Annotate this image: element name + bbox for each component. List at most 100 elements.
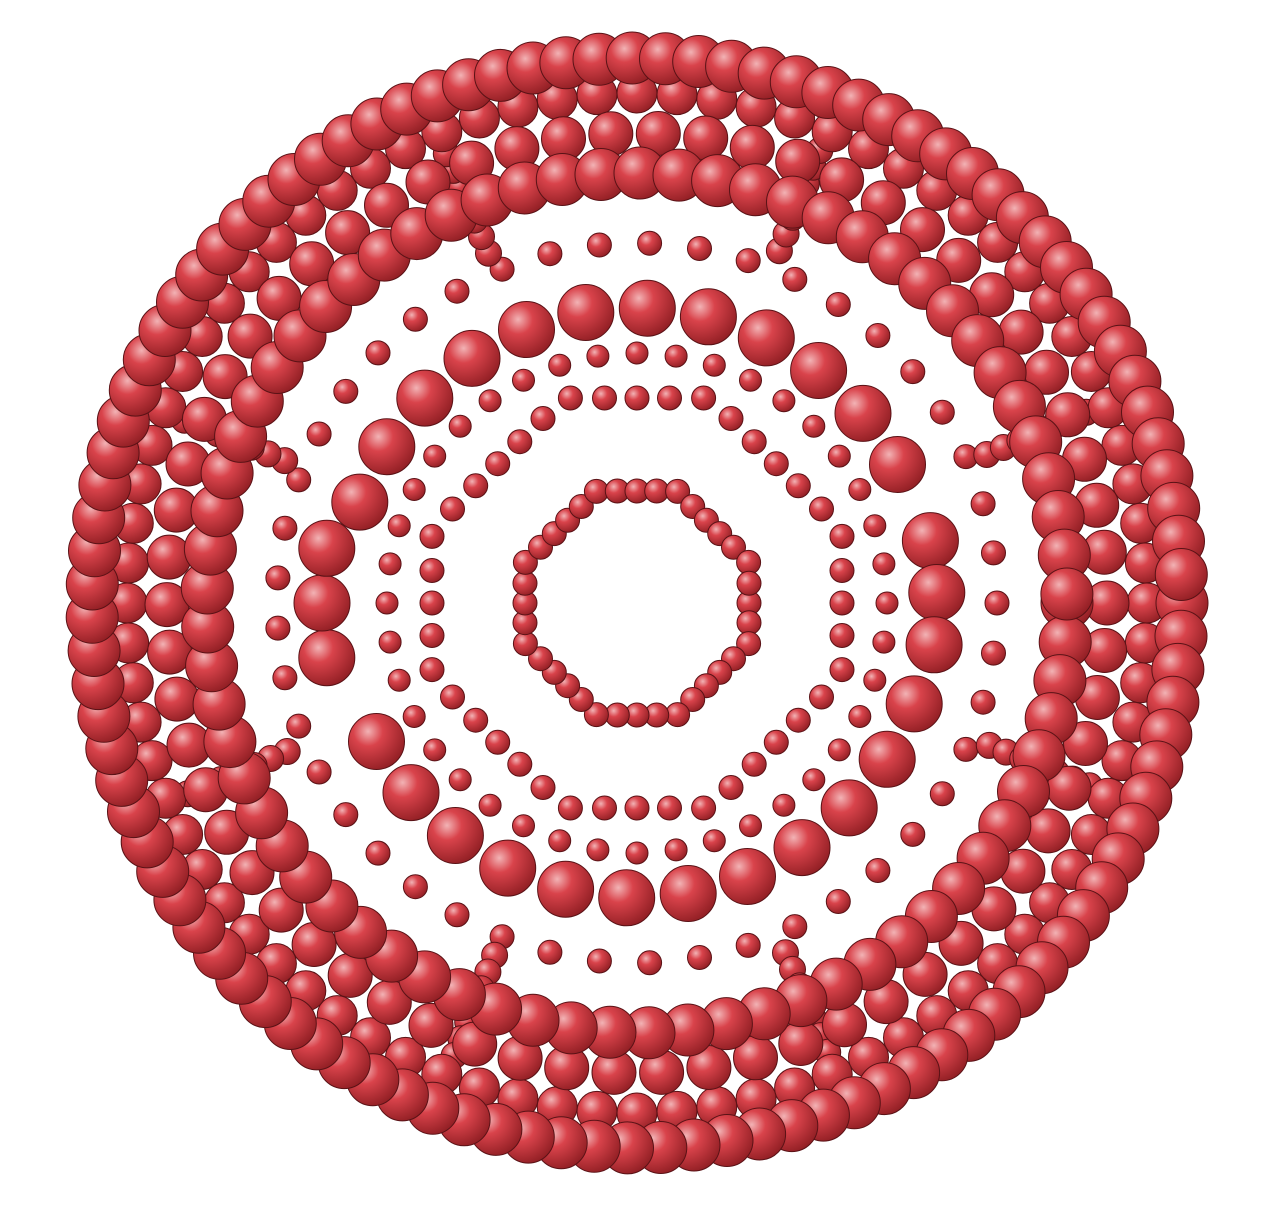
mid-small-sphere [782, 266, 808, 292]
second-ring-sphere [741, 429, 767, 455]
mid-small-sphere [286, 467, 312, 493]
large-ring-sphere [479, 839, 537, 897]
large-ring-sphere [737, 309, 795, 367]
second-ring-sphere [485, 729, 511, 755]
mid-small-sphere [365, 340, 391, 366]
mid-small-sphere [984, 590, 1010, 616]
mid-small-sphere [827, 444, 851, 468]
large-ring-sphere [557, 284, 615, 341]
second-ring-sphere [419, 623, 445, 648]
large-ring-sphere [331, 473, 389, 531]
mid-small-sphere [825, 292, 851, 317]
mid-small-sphere [306, 759, 332, 785]
mid-small-sphere [735, 932, 761, 958]
mid-small-sphere [848, 478, 872, 501]
second-ring-sphere [829, 558, 855, 583]
mid-small-sphere [802, 414, 826, 438]
inner-ring-sphere [604, 702, 630, 728]
mid-small-sphere [586, 948, 612, 974]
second-ring-sphere [419, 590, 445, 616]
large-ring-sphere [443, 329, 501, 387]
second-ring-sphere [718, 775, 744, 800]
mid-small-sphere [586, 344, 610, 368]
second-ring-sphere [530, 775, 556, 800]
outer-band-sphere [1063, 721, 1108, 766]
mid-small-sphere [265, 565, 291, 591]
mid-small-sphere [981, 640, 1006, 666]
second-ring-sphere [691, 795, 717, 821]
mid-small-sphere [872, 552, 896, 576]
mid-small-sphere [387, 668, 411, 692]
large-ring-sphere [298, 629, 356, 687]
mid-small-sphere [378, 630, 402, 654]
mid-small-sphere [448, 768, 472, 792]
mid-small-sphere [929, 781, 955, 807]
mid-small-sphere [512, 814, 535, 838]
mid-small-sphere [444, 902, 470, 928]
mid-small-sphere [865, 323, 891, 348]
mid-small-sphere [448, 414, 472, 438]
mid-small-sphere [625, 841, 649, 865]
mid-small-sphere [827, 738, 851, 762]
large-ring-sphere [598, 869, 656, 927]
mid-small-sphere [444, 278, 470, 304]
mid-small-sphere [900, 821, 926, 847]
mid-small-sphere [687, 945, 712, 970]
inner-ring-sphere [736, 549, 762, 575]
large-ring-sphere [537, 860, 595, 918]
second-ring-sphere [419, 558, 445, 583]
large-ring-sphere [618, 279, 676, 337]
second-ring-sphere [785, 707, 811, 733]
inner-ring-sphere [583, 478, 609, 504]
mid-small-sphere [512, 368, 535, 392]
mid-small-sphere [637, 950, 663, 976]
inner-ring-sphere [736, 610, 762, 636]
mid-small-sphere [286, 713, 312, 739]
mid-small-sphere [586, 232, 612, 258]
second-ring-sphere [829, 523, 855, 549]
mid-small-sphere [739, 814, 762, 838]
mid-small-sphere [872, 630, 896, 654]
large-ring-sphere [719, 848, 776, 905]
mid-small-sphere [402, 874, 428, 900]
second-ring-sphere [440, 496, 465, 522]
mid-small-sphere [929, 399, 955, 425]
mid-small-sphere [625, 341, 649, 365]
inner-ring-sphere [583, 702, 609, 728]
second-ring-sphere [809, 496, 834, 522]
mid-small-sphere [548, 829, 572, 853]
large-ring-sphere [773, 819, 831, 877]
large-ring-sphere [659, 865, 717, 922]
mid-small-sphere [272, 515, 298, 541]
mid-small-sphere [970, 491, 996, 517]
second-ring-sphere [657, 795, 682, 821]
second-ring-sphere [463, 473, 489, 499]
mid-small-sphere [702, 353, 726, 377]
mid-small-sphere [664, 838, 688, 862]
large-ring-sphere [348, 713, 405, 770]
mid-small-sphere [848, 705, 872, 728]
mid-small-sphere [548, 353, 572, 377]
inner-ring-sphere [644, 478, 670, 504]
inner-ring-sphere [736, 570, 762, 596]
second-ring-sphere [419, 523, 445, 549]
second-ring-sphere [557, 385, 583, 411]
mid-small-sphere [981, 540, 1006, 566]
large-ring-sphere [885, 675, 943, 733]
mid-small-sphere [402, 705, 426, 728]
large-ring-sphere [426, 807, 484, 864]
mid-small-sphere [782, 914, 808, 940]
mid-small-sphere [402, 478, 426, 501]
second-ring-sphere [829, 590, 855, 616]
mid-small-sphere [333, 378, 359, 404]
mid-small-sphere [970, 689, 996, 715]
large-ring-sphere [869, 436, 926, 493]
second-ring-sphere [809, 684, 834, 710]
mid-small-sphere [687, 236, 712, 261]
large-ring-sphere [298, 519, 356, 577]
large-ring-sphere [858, 730, 916, 788]
outer-band-sphere [1040, 567, 1094, 621]
inner-ring-sphere [680, 687, 706, 712]
large-ring-sphere [790, 342, 848, 399]
